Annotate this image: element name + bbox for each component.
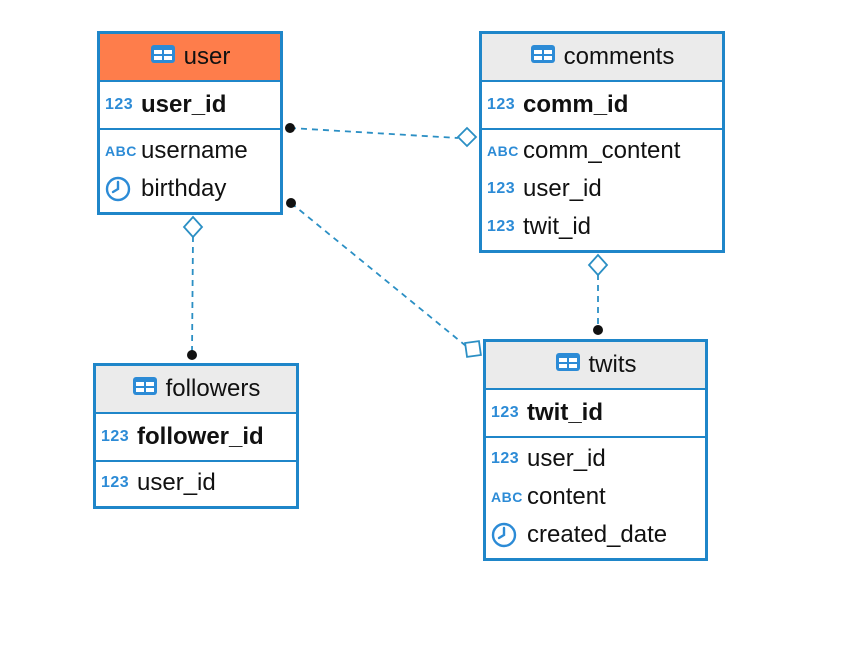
pk-field-name: comm_id <box>523 91 629 118</box>
table-icon <box>530 43 556 71</box>
clock-icon <box>491 522 527 548</box>
entity-comments-title: comments <box>563 43 675 70</box>
pk-field-name: user_id <box>141 91 227 118</box>
relationship-user-followers-line <box>191 235 194 354</box>
entity-followers-header[interactable]: followers <box>96 366 296 414</box>
entity-followers-column-row[interactable]: 123 user_id <box>96 464 296 502</box>
entity-twits-header[interactable]: twits <box>486 342 705 390</box>
relationship-user-followers-diamond <box>182 215 204 239</box>
entity-comments-header[interactable]: comments <box>482 34 722 82</box>
relationship-user-twits-line <box>290 202 467 347</box>
entity-comments-pk-row[interactable]: 123 comm_id <box>482 82 722 130</box>
entity-comments-column-row[interactable]: ABC comm_content <box>482 132 722 170</box>
numeric-type-icon: 123 <box>101 428 130 445</box>
numeric-type-icon: 123 <box>105 96 134 113</box>
column-name: user_id <box>527 445 606 472</box>
column-name: birthday <box>141 175 227 202</box>
column-name: user_id <box>523 175 602 202</box>
table-icon <box>150 43 176 71</box>
column-name: username <box>141 137 248 164</box>
relationship-user-twits-dot <box>286 198 296 208</box>
entity-comments[interactable]: comments 123 comm_id ABC comm_content 12… <box>479 31 725 253</box>
entity-twits-column-row[interactable]: ABC content <box>486 478 705 516</box>
numeric-type-icon: 123 <box>491 404 520 421</box>
entity-user-column-row[interactable]: birthday <box>100 170 280 208</box>
numeric-type-icon: 123 <box>491 450 520 467</box>
text-type-icon: ABC <box>491 489 523 505</box>
column-name: created_date <box>527 521 668 548</box>
table-icon <box>132 375 158 403</box>
column-name: comm_content <box>523 137 681 164</box>
entity-comments-column-row[interactable]: 123 user_id <box>482 170 722 208</box>
entity-followers-title: followers <box>165 375 261 402</box>
table-icon <box>555 351 581 379</box>
text-type-icon: ABC <box>105 143 137 159</box>
entity-twits-pk-row[interactable]: 123 twit_id <box>486 390 705 438</box>
entity-user-header[interactable]: user <box>100 34 280 82</box>
relationship-comments-twits-diamond <box>587 253 609 277</box>
pk-field-name: follower_id <box>137 423 264 450</box>
relationship-user-comments-dot <box>285 123 295 133</box>
entity-user[interactable]: user 123 user_id ABC username birthday <box>97 31 283 215</box>
entity-followers[interactable]: followers 123 follower_id 123 user_id <box>93 363 299 509</box>
numeric-type-icon: 123 <box>487 218 516 235</box>
entity-twits-column-row[interactable]: 123 user_id <box>486 440 705 478</box>
numeric-type-icon: 123 <box>101 474 130 491</box>
relationship-user-twits-square <box>464 340 482 358</box>
entity-twits-title: twits <box>588 351 637 378</box>
entity-twits-column-row[interactable]: created_date <box>486 516 705 554</box>
clock-icon <box>105 176 141 202</box>
entity-twits[interactable]: twits 123 twit_id 123 user_id ABC conten… <box>483 339 708 561</box>
column-name: content <box>527 483 606 510</box>
relationship-user-comments-diamond <box>456 126 478 148</box>
column-name: user_id <box>137 469 216 496</box>
text-type-icon: ABC <box>487 143 519 159</box>
column-name: twit_id <box>523 213 592 240</box>
relationship-user-followers-dot <box>187 350 197 360</box>
relationship-user-comments-line <box>289 127 459 139</box>
numeric-type-icon: 123 <box>487 180 516 197</box>
numeric-type-icon: 123 <box>487 96 516 113</box>
pk-field-name: twit_id <box>527 399 603 426</box>
entity-user-pk-row[interactable]: 123 user_id <box>100 82 280 130</box>
entity-user-column-row[interactable]: ABC username <box>100 132 280 170</box>
entity-comments-column-row[interactable]: 123 twit_id <box>482 208 722 246</box>
entity-user-title: user <box>183 43 231 70</box>
entity-followers-pk-row[interactable]: 123 follower_id <box>96 414 296 462</box>
relationship-comments-twits-dot <box>593 325 603 335</box>
